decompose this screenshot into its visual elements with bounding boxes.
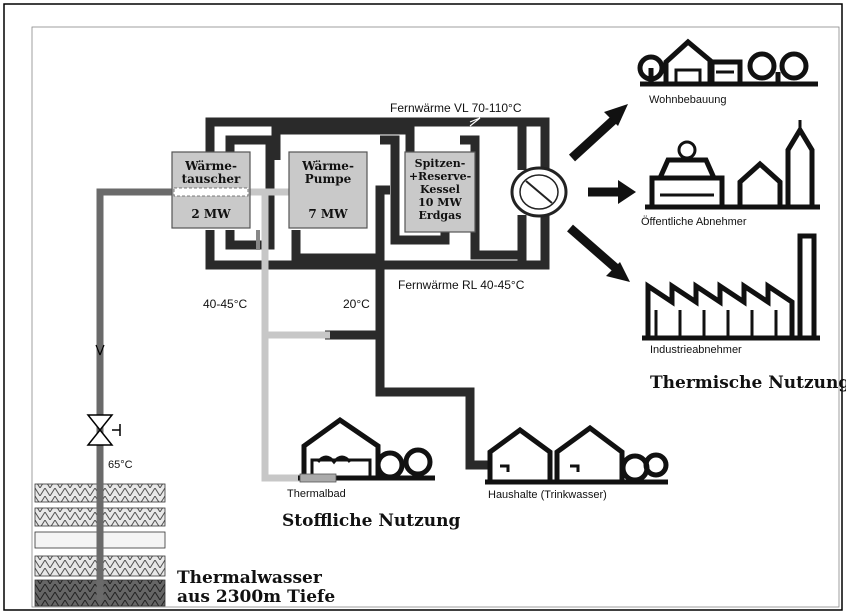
thermal-use-heading: Thermische Nutzung [650, 373, 846, 393]
peak-boiler-label-3: Kessel [420, 183, 460, 196]
heat-pump-box: Wärme- Pumpe 7 MW [288, 151, 368, 229]
temp-20-label: 20°C [343, 297, 370, 311]
valve-icon [86, 414, 121, 446]
district-heating-pipes [205, 117, 550, 470]
peak-boiler-box: Spitzen- +Reserve- Kessel 10 MW Erdgas [404, 151, 476, 233]
distribution-arrows [567, 104, 636, 282]
heat-exchanger-power: 2 MW [191, 207, 231, 221]
material-use-heading: Stoffliche Nutzung [282, 511, 460, 531]
return-label: Fernwärme RL 40-45°C [398, 278, 525, 292]
households-icon [485, 424, 669, 485]
heat-exchanger-box: Wärme- tauscher 2 MW [171, 151, 251, 229]
peak-boiler-label-1: Spitzen- [415, 157, 466, 170]
well-pipe [96, 188, 190, 600]
industrial-label: Industrieabnehmer [650, 344, 742, 356]
residential-label: Wohnbebauung [649, 94, 726, 106]
temp-65-label: 65°C [108, 459, 133, 471]
residential-buildings-icon [637, 38, 818, 87]
public-buildings-icon [645, 120, 820, 210]
industrial-buildings-icon [642, 233, 820, 341]
peak-boiler-label-2: +Reserve- [409, 170, 471, 183]
heat-pump-label-1: Wärme- [301, 159, 354, 173]
heat-pump-power: 7 MW [308, 207, 348, 221]
outer-frame [3, 3, 843, 611]
heat-exchanger-label-1: Wärme- [184, 159, 237, 173]
pump-icon [510, 166, 568, 218]
supply-label: Fernwärme VL 70-110°C [390, 101, 522, 115]
inner-frame [31, 26, 840, 608]
heat-exchanger-label-2: tauscher [182, 172, 241, 186]
thermal-water-heading-1: Thermalwasser [177, 568, 323, 588]
thermal-water-heading-2: aus 2300m Tiefe [177, 587, 335, 607]
peak-boiler-label-4: 10 MW [418, 196, 462, 209]
households-label: Haushalte (Trinkwasser) [488, 489, 607, 501]
temp-40-45-label: 40-45°C [203, 297, 247, 311]
public-label: Öffentliche Abnehmer [641, 216, 747, 228]
heat-pump-label-2: Pumpe [305, 172, 352, 186]
thermal-bath-label: Thermalbad [287, 488, 346, 500]
thermal-bath-icon [298, 416, 435, 481]
peak-boiler-label-5: Erdgas [419, 209, 462, 222]
